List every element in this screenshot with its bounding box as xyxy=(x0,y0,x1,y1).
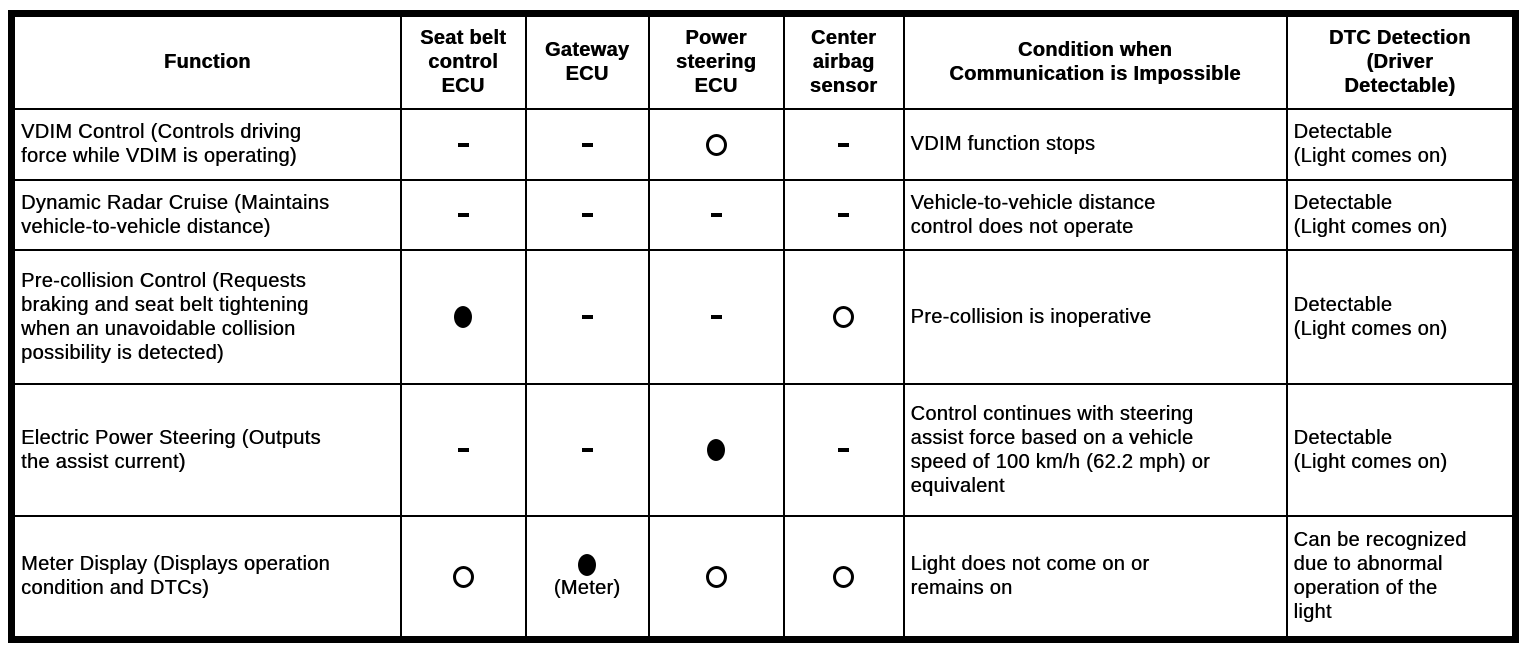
marker-cell-gateway xyxy=(524,382,650,517)
table-row-pre-collision-control: Pre-collision Control (Requests braking … xyxy=(10,248,1517,385)
header-label: Function xyxy=(163,51,251,74)
dash-marker xyxy=(581,448,593,453)
marker-cell-center-airbag xyxy=(782,248,905,385)
dash-marker xyxy=(457,448,469,453)
open-circle-marker xyxy=(833,565,854,588)
marker-cell-power-steering xyxy=(647,107,785,181)
dash-marker xyxy=(710,213,722,218)
function-text: Pre-collision Control (Requests braking … xyxy=(21,269,309,364)
dash-marker xyxy=(581,213,593,218)
dtc-detection-cell: Detectable (Light comes on) xyxy=(1285,248,1517,385)
condition-text: Pre-collision is inoperative xyxy=(910,305,1152,328)
header-label: Condition when Communication is Impossib… xyxy=(949,39,1241,86)
col-header-seat-belt-ecu: Seat belt control ECU xyxy=(399,12,527,110)
dash-marker xyxy=(581,315,593,320)
function-text: VDIM Control (Controls driving force whi… xyxy=(21,121,302,167)
col-header-gateway-ecu: Gateway ECU xyxy=(524,12,650,110)
marker-cell-power-steering xyxy=(647,514,785,641)
marker-cell-power-steering xyxy=(647,382,785,517)
header-label: Power steering ECU xyxy=(675,27,757,98)
dtc-detection-cell: Detectable (Light comes on) xyxy=(1285,107,1517,181)
function-cell: VDIM Control (Controls driving force whi… xyxy=(10,107,402,181)
marker-cell-power-steering xyxy=(647,178,785,251)
function-cell: Electric Power Steering (Outputs the ass… xyxy=(10,382,402,517)
function-cell: Pre-collision Control (Requests braking … xyxy=(10,248,402,385)
filled-circle-marker xyxy=(707,439,725,462)
condition-cell: Pre-collision is inoperative xyxy=(902,248,1288,385)
table-row-vdim-control: VDIM Control (Controls driving force whi… xyxy=(10,107,1517,181)
header-label: Center airbag sensor xyxy=(809,27,878,98)
table-row-electric-power-steering: Electric Power Steering (Outputs the ass… xyxy=(10,382,1517,517)
dash-marker xyxy=(838,448,849,453)
marker-cell-power-steering xyxy=(647,248,785,385)
marker-cell-seat-belt xyxy=(399,107,527,181)
dtc-text: Detectable (Light comes on) xyxy=(1293,426,1448,473)
filled-circle-marker xyxy=(454,306,472,329)
function-text: Meter Display (Displays operation condit… xyxy=(21,553,330,600)
dash-marker xyxy=(710,315,722,320)
table-row-dynamic-radar-cruise: Dynamic Radar Cruise (Maintains vehicle-… xyxy=(10,178,1517,251)
marker-cell-seat-belt xyxy=(399,248,527,385)
dtc-communication-table: Function Seat belt control ECU Gateway E… xyxy=(8,10,1519,643)
marker-cell-center-airbag xyxy=(782,382,905,517)
col-header-dtc-detection: DTC Detection (Driver Detectable) xyxy=(1285,12,1517,110)
dtc-detection-cell: Detectable (Light comes on) xyxy=(1285,178,1517,251)
open-circle-marker xyxy=(705,565,727,588)
marker-cell-center-airbag xyxy=(782,107,905,181)
header-label: Gateway ECU xyxy=(544,39,630,86)
open-circle-marker xyxy=(833,306,854,329)
marker-cell-seat-belt xyxy=(399,178,527,251)
marker-cell-seat-belt xyxy=(399,382,527,517)
dash-marker xyxy=(457,142,469,147)
open-circle-marker xyxy=(452,565,474,588)
header-label: Seat belt control ECU xyxy=(419,27,507,98)
function-cell: Dynamic Radar Cruise (Maintains vehicle-… xyxy=(10,178,402,251)
condition-text: Vehicle-to-vehicle distance control does… xyxy=(910,191,1156,238)
dtc-text: Detectable (Light comes on) xyxy=(1293,293,1448,340)
open-circle-marker xyxy=(705,133,727,156)
function-text: Dynamic Radar Cruise (Maintains vehicle-… xyxy=(21,191,330,238)
marker-cell-gateway: (Meter) xyxy=(524,514,650,641)
dtc-detection-cell: Can be recognized due to abnormal operat… xyxy=(1285,514,1517,641)
condition-text: Light does not come on or remains on xyxy=(910,553,1150,600)
condition-cell: VDIM function stops xyxy=(902,107,1288,181)
dash-marker xyxy=(838,142,849,147)
marker-cell-center-airbag xyxy=(782,514,905,641)
col-header-center-airbag-sensor: Center airbag sensor xyxy=(782,12,905,110)
dtc-detection-cell: Detectable (Light comes on) xyxy=(1285,382,1517,517)
condition-cell: Control continues with steering assist f… xyxy=(902,382,1288,517)
condition-cell: Light does not come on or remains on xyxy=(902,514,1288,641)
col-header-power-steering-ecu: Power steering ECU xyxy=(647,12,785,110)
condition-text: Control continues with steering assist f… xyxy=(910,402,1210,497)
col-header-function: Function xyxy=(10,12,402,110)
marker-cell-center-airbag xyxy=(782,178,905,251)
dtc-text: Detectable (Light comes on) xyxy=(1293,121,1448,167)
manual-page: Function Seat belt control ECU Gateway E… xyxy=(8,10,1519,643)
col-header-condition: Condition when Communication is Impossib… xyxy=(902,12,1288,110)
marker-cell-gateway xyxy=(524,248,650,385)
marker-cell-seat-belt xyxy=(399,514,527,641)
function-text: Electric Power Steering (Outputs the ass… xyxy=(21,426,321,473)
dash-marker xyxy=(838,213,849,218)
condition-text: VDIM function stops xyxy=(910,133,1096,155)
condition-cell: Vehicle-to-vehicle distance control does… xyxy=(902,178,1288,251)
marker-cell-gateway xyxy=(524,178,650,251)
header-label: DTC Detection (Driver Detectable) xyxy=(1328,27,1471,98)
header-row: Function Seat belt control ECU Gateway E… xyxy=(10,12,1517,110)
filled-circle-marker xyxy=(578,554,596,577)
marker-cell-gateway xyxy=(524,107,650,181)
table-row-meter-display: Meter Display (Displays operation condit… xyxy=(10,514,1517,641)
dtc-text: Can be recognized due to abnormal operat… xyxy=(1293,529,1467,624)
function-cell: Meter Display (Displays operation condit… xyxy=(10,514,402,641)
dash-marker xyxy=(581,142,593,147)
dash-marker xyxy=(457,213,469,218)
dtc-text: Detectable (Light comes on) xyxy=(1293,191,1448,238)
marker-label: (Meter) xyxy=(553,576,621,599)
